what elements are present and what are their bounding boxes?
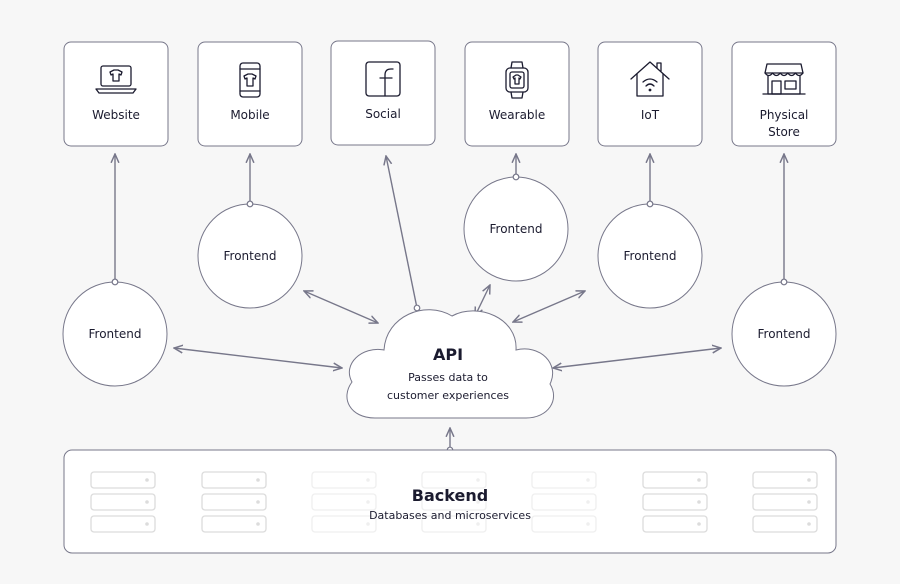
channel-boxes: Website Mobile Social Wearable IoT PhysicalSt… [63,40,837,147]
storefront-icon [762,63,806,95]
connector-api-to-social [386,156,418,309]
frontend-node-physical-store: Frontend [731,278,837,387]
channel-label-mobile: Mobile [230,108,269,122]
backend-title: Backend [412,486,488,505]
connector-dot [413,304,421,312]
connector-dot [512,173,520,181]
server-stack [311,471,377,533]
backend-panel: Backend Databases and microservices [63,449,837,554]
server-rack-icon [90,471,818,533]
frontend-node-mobile: Frontend [197,200,303,309]
connector-dot [111,278,119,286]
channel-box-mobile: Mobile [197,41,303,147]
api-title: API [433,345,463,364]
frontend-label-physical-store: Frontend [758,327,811,341]
connector-api-frontend-iot [513,291,585,322]
frontend-label-mobile: Frontend [224,249,277,263]
connector-dot [780,278,788,286]
frontend-label-wearable: Frontend [490,222,543,236]
facebook-icon [365,61,401,97]
channel-box-wearable: Wearable [464,41,570,147]
channel-label-iot: IoT [641,108,660,122]
channel-box-website: Website [63,41,169,147]
frontend-node-website: Frontend [62,278,168,387]
connector-dot [646,200,654,208]
smart-home-icon [630,61,670,97]
frontend-node-wearable: Frontend [463,173,569,282]
connector-dot [246,200,254,208]
channel-label-wearable: Wearable [489,108,546,122]
channel-label-website: Website [92,108,140,122]
server-stack [752,471,818,533]
api-subtitle-line-1: Passes data to [408,371,488,384]
connector-api-frontend-mobile [304,291,378,323]
backend-subtitle: Databases and microservices [369,509,531,522]
connector-api-frontend-store [553,348,721,368]
channel-label-physical-store-line-2: Store [768,125,800,139]
channel-label-physical-store-line-1: Physical [760,108,809,122]
api-cloud: API Passes data to customer experiences [346,309,555,419]
server-stack [90,471,156,533]
connector-api-frontend-website [174,348,342,368]
server-stack [201,471,267,533]
smartphone-icon [239,62,261,98]
laptop-icon [95,65,137,94]
channel-box-iot: IoT [597,41,703,147]
server-stack [642,471,708,533]
channel-box-social: Social [330,40,436,146]
frontend-label-website: Frontend [89,327,142,341]
server-stack [421,471,487,533]
frontend-node-iot: Frontend [597,200,703,309]
frontend-label-iot: Frontend [624,249,677,263]
api-subtitle-line-2: customer experiences [387,389,509,402]
smartwatch-icon [505,61,529,99]
channel-label-social: Social [365,107,401,121]
server-stack [531,471,597,533]
